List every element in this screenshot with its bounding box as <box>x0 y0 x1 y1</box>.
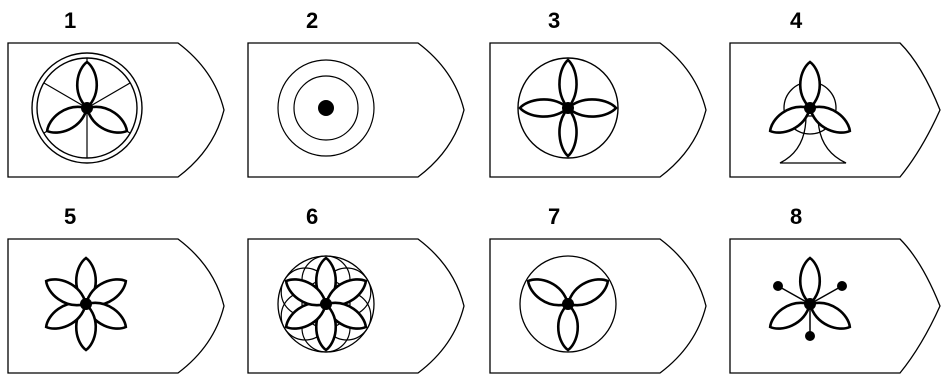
tag-outline <box>248 239 464 373</box>
tag-3-graphic <box>482 0 718 185</box>
symbol-panel-7: 7 <box>482 196 718 381</box>
petal-shape <box>800 258 819 304</box>
symbol-panel-6: 6 <box>240 196 476 381</box>
tag-outline <box>8 43 224 177</box>
petal-shape <box>558 304 577 350</box>
tag-outline <box>248 43 464 177</box>
symbol-panel-1: 1 <box>0 0 236 185</box>
symbol-panel-2: 2 <box>240 0 476 185</box>
tag-outline <box>490 239 706 373</box>
symbol-panel-3: 3 <box>482 0 718 185</box>
petal-shape <box>520 99 568 116</box>
symbol-panel-8: 8 <box>722 196 944 381</box>
tag-2-graphic <box>240 0 476 185</box>
tag-4-graphic <box>722 0 944 185</box>
tag-8-graphic <box>722 196 944 381</box>
petal-shape <box>559 108 576 156</box>
four-petal-flower-icon <box>518 58 618 158</box>
petal-shape <box>559 60 576 108</box>
petal-shape <box>800 62 819 108</box>
tag-6-graphic <box>240 196 476 381</box>
petal-shape <box>77 62 96 108</box>
tag-7-graphic <box>482 196 718 381</box>
symbol-panel-4: 4 <box>722 0 944 185</box>
tag-1-graphic <box>0 0 236 185</box>
tag-5-graphic <box>0 196 236 381</box>
petal-shape <box>568 99 616 116</box>
tag-outline <box>8 239 224 373</box>
symbol-panel-5: 5 <box>0 196 236 381</box>
